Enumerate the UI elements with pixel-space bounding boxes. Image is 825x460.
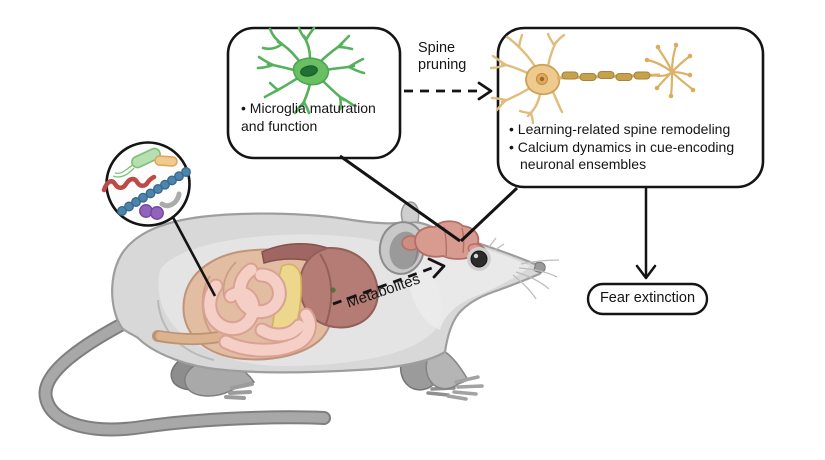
microglia-box-text: • Microglia maturation and function <box>241 100 397 135</box>
microglia-box <box>226 26 402 160</box>
microbes-to-gut-line <box>166 207 217 297</box>
spine-pruning-arrow <box>404 81 493 101</box>
metabolites-arrow <box>332 257 446 306</box>
bacterium-blue-cocci-chain-icon <box>117 167 191 216</box>
microglia-cell-icon <box>256 26 366 115</box>
bacterium-green-rod-icon <box>112 147 161 178</box>
neuron-icon <box>489 32 696 125</box>
axon-terminal-boutons <box>644 42 696 99</box>
mouse-with-gut-illustration <box>38 201 560 437</box>
bacterium-red-spiral-icon <box>101 174 157 193</box>
neuron-box-text: • Learning-related spine remodeling • Ca… <box>509 121 759 174</box>
neuron-box-to-brain-line <box>459 186 519 243</box>
axon-spines <box>561 71 651 81</box>
gut-microbes-circle-icon <box>101 141 191 227</box>
mouse-brain-icon <box>401 220 487 260</box>
mouse-eye-icon <box>467 247 491 271</box>
gut-organs-icon <box>152 243 379 361</box>
microglia-box-line1: • Microglia maturation <box>241 100 376 116</box>
microglia-box-to-brain-line <box>339 154 461 243</box>
bacterium-orange-rod-icon <box>154 155 178 167</box>
fear-extinction-label: Fear extinction <box>599 290 696 307</box>
neuron-box-line3: neuronal ensembles <box>520 156 647 172</box>
mouse-tail-icon <box>38 313 331 437</box>
neuron-box-line1: • Learning-related spine remodeling <box>509 121 731 137</box>
neuron-box-line2: • Calcium dynamics in cue-encoding <box>509 138 735 155</box>
fear-extinction-arrow <box>635 188 657 280</box>
bacterium-purple-cocci-icon <box>139 204 164 220</box>
spine-pruning-label: Spine pruning <box>418 40 467 73</box>
fear-extinction-pill <box>586 282 709 316</box>
bacterium-gray-curved-icon <box>159 191 182 209</box>
microglia-box-line2: and function <box>241 117 318 134</box>
mouse-whiskers-icon <box>488 237 560 300</box>
